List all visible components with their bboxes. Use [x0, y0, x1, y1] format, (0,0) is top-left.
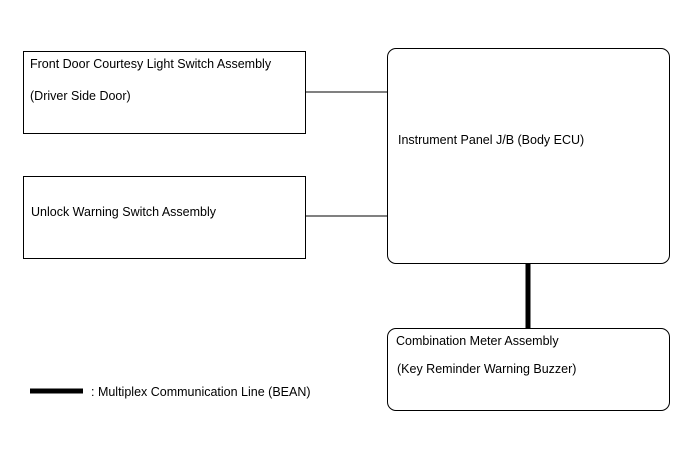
instrument-panel-ecu-label: Instrument Panel J/B (Body ECU): [398, 133, 585, 147]
combination-meter-label: Combination Meter Assembly: [396, 334, 559, 348]
unlock-warning-switch-box: [23, 176, 306, 259]
front-door-switch-box: [23, 51, 306, 134]
combination-meter-sublabel: (Key Reminder Warning Buzzer): [397, 362, 577, 376]
combination-meter-box: [387, 328, 670, 411]
front-door-switch-label: Front Door Courtesy Light Switch Assembl…: [30, 57, 272, 71]
legend-label: : Multiplex Communication Line (BEAN): [91, 385, 311, 399]
front-door-switch-sublabel: (Driver Side Door): [30, 89, 131, 103]
unlock-warning-switch-label: Unlock Warning Switch Assembly: [31, 205, 217, 219]
instrument-panel-ecu-box: [387, 48, 670, 264]
